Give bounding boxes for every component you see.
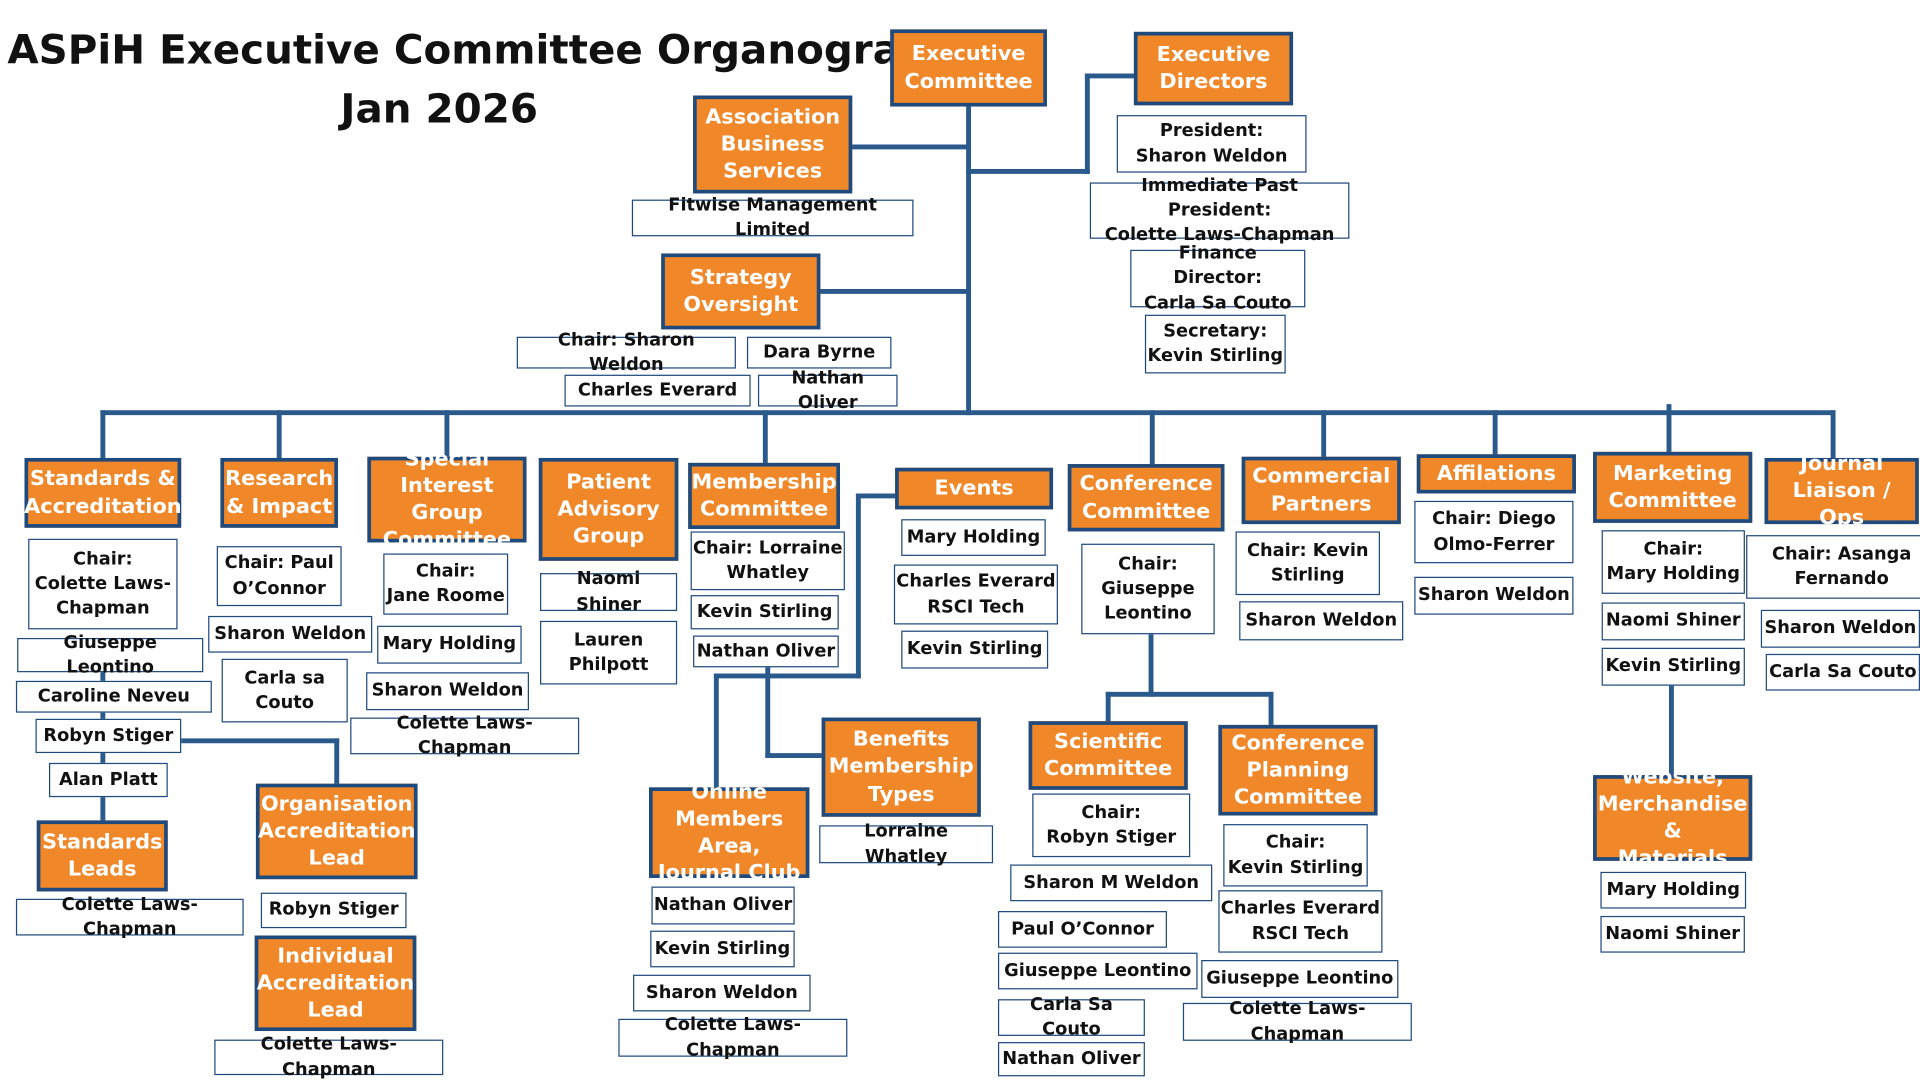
strategy-member-box: Nathan Oliver [757,368,898,413]
sig-member-box: Colette Laws-Chapman [350,714,580,758]
membership-member-box: Kevin Stirling [690,595,839,630]
president-box: President: Sharon Weldon [1116,115,1307,173]
online-area-member-box: Nathan Oliver [651,886,795,925]
special-interest-group-box: Special Interest Group Committee [367,447,527,552]
page-subtitle-date: Jan 2026 [340,84,539,133]
strategy-member-box: Charles Everard [564,374,751,407]
journal-member-box: Sharon Weldon [1760,609,1920,648]
membership-member-box: Nathan Oliver [693,635,839,668]
affilations-box: Affilations [1416,454,1576,494]
pag-member-box: Naomi Shiner [540,570,678,614]
conference-chair-box: Chair: Giuseppe Leontino [1081,543,1215,635]
scientific-member-box: Nathan Oliver [997,1042,1145,1077]
online-area-member-box: Sharon Weldon [633,974,811,1012]
standards-leads-member-box: Colette Laws-Chapman [15,895,244,939]
strategy-chair-box: Chair: Sharon Weldon [516,330,736,375]
sig-chair-box: Chair: Jane Roome [383,553,509,615]
journal-chair-box: Chair: Asanga Fernando [1746,535,1920,599]
conference-planning-member-box: Giuseppe Leontino [1201,960,1399,998]
page-title: ASPiH Executive Committee Organogram [7,25,943,74]
strategy-oversight-box: Strategy Oversight [661,253,821,330]
marketing-committee-box: Marketing Committee [1593,451,1753,523]
individual-accreditation-lead-box: Individual Accreditation Lead [254,935,417,1032]
scientific-committee-box: Scientific Committee [1028,721,1188,790]
patient-advisory-group-box: Patient Advisory Group [538,457,679,561]
immediate-past-president-box: Immediate Past President: Colette Laws-C… [1089,176,1350,245]
benefits-membership-types-box: Benefits Membership Types [821,717,981,817]
events-member-box: Kevin Stirling [901,630,1049,669]
sig-member-box: Sharon Weldon [366,672,529,711]
events-member-box: Charles Everard RSCI Tech [893,564,1058,625]
journal-member-box: Carla Sa Couto [1765,653,1920,691]
standards-member-box: Robyn Stiger [35,718,182,754]
sig-member-box: Mary Holding [377,625,522,664]
online-members-area-box: Online Members Area, Journal Club [648,780,810,885]
scientific-member-box: Carla Sa Couto [997,995,1145,1040]
conference-planning-member-box: Charles Everard RSCI Tech [1218,890,1383,953]
journal-liaison-box: Journal Liaison / Ops [1764,452,1919,530]
conference-planning-member-box: Colette Laws-Chapman [1182,999,1412,1044]
marketing-member-box: Naomi Shiner [1601,602,1745,641]
events-member-box: Mary Holding [901,519,1046,556]
association-business-services-box: Association Business Services [693,95,853,194]
website-member-box: Naomi Shiner [1600,915,1745,953]
strategy-member-box: Dara Byrne [746,336,892,369]
conference-planning-chair-box: Chair: Kevin Stirling [1223,824,1368,887]
pag-member-box: Lauren Philpott [540,620,678,685]
standards-accreditation-box: Standards & Accreditation [24,457,182,528]
research-member-box: Carla sa Couto [221,658,348,723]
standards-member-box: Alan Platt [48,762,168,798]
scientific-member-box: Sharon M Weldon [1010,864,1213,902]
standards-member-box: Giuseppe Leontino [17,633,204,677]
standards-leads-box: Standards Leads [36,820,168,892]
online-area-member-box: Kevin Stirling [650,930,795,968]
scientific-chair-box: Chair: Robyn Stiger [1032,793,1191,858]
research-member-box: Sharon Weldon [208,615,373,653]
commercial-member-box: Sharon Weldon [1239,601,1404,641]
organisation-lead-member-box: Robyn Stiger [260,892,407,929]
affilations-member-box: Sharon Weldon [1414,576,1574,615]
marketing-chair-box: Chair: Mary Holding [1601,530,1745,594]
scientific-member-box: Giuseppe Leontino [997,952,1198,990]
membership-committee-box: Membership Committee [688,462,841,529]
finance-director-box: Finance Director: Carla Sa Couto [1130,244,1306,313]
marketing-member-box: Kevin Stirling [1601,647,1745,686]
standards-member-box: Caroline Neveu [15,680,212,713]
executive-committee-box: Executive Committee [890,29,1047,107]
benefits-member-box: Lorraine Whatley [819,822,994,866]
individual-lead-member-box: Colette Laws-Chapman [214,1035,444,1079]
affilations-chair-box: Chair: Diego Olmo-Ferrer [1414,500,1574,564]
commercial-chair-box: Chair: Kevin Stirling [1235,531,1381,596]
online-area-member-box: Colette Laws-Chapman [618,1015,848,1060]
executive-directors-box: Executive Directors [1133,31,1294,106]
website-merchandise-box: Website, Merchandise & Materials [1593,765,1753,871]
organisation-accreditation-lead-box: Organisation Accreditation Lead [255,783,418,880]
standards-chair-box: Chair: Colette Laws- Chapman [28,538,178,630]
conference-committee-box: Conference Committee [1067,464,1225,532]
fitwise-box: Fitwise Management Limited [631,196,914,240]
commercial-partners-box: Commercial Partners [1241,456,1401,525]
membership-chair-box: Chair: Lorraine Whatley [690,531,845,591]
secretary-box: Secretary: Kevin Stirling [1144,314,1286,374]
events-box: Events [895,467,1054,510]
research-chair-box: Chair: Paul O’Connor [216,546,342,607]
scientific-member-box: Paul O’Connor [997,911,1167,948]
website-member-box: Mary Holding [1600,871,1747,909]
conference-planning-committee-box: Conference Planning Committee [1218,724,1378,816]
research-impact-box: Research & Impact [220,457,338,528]
